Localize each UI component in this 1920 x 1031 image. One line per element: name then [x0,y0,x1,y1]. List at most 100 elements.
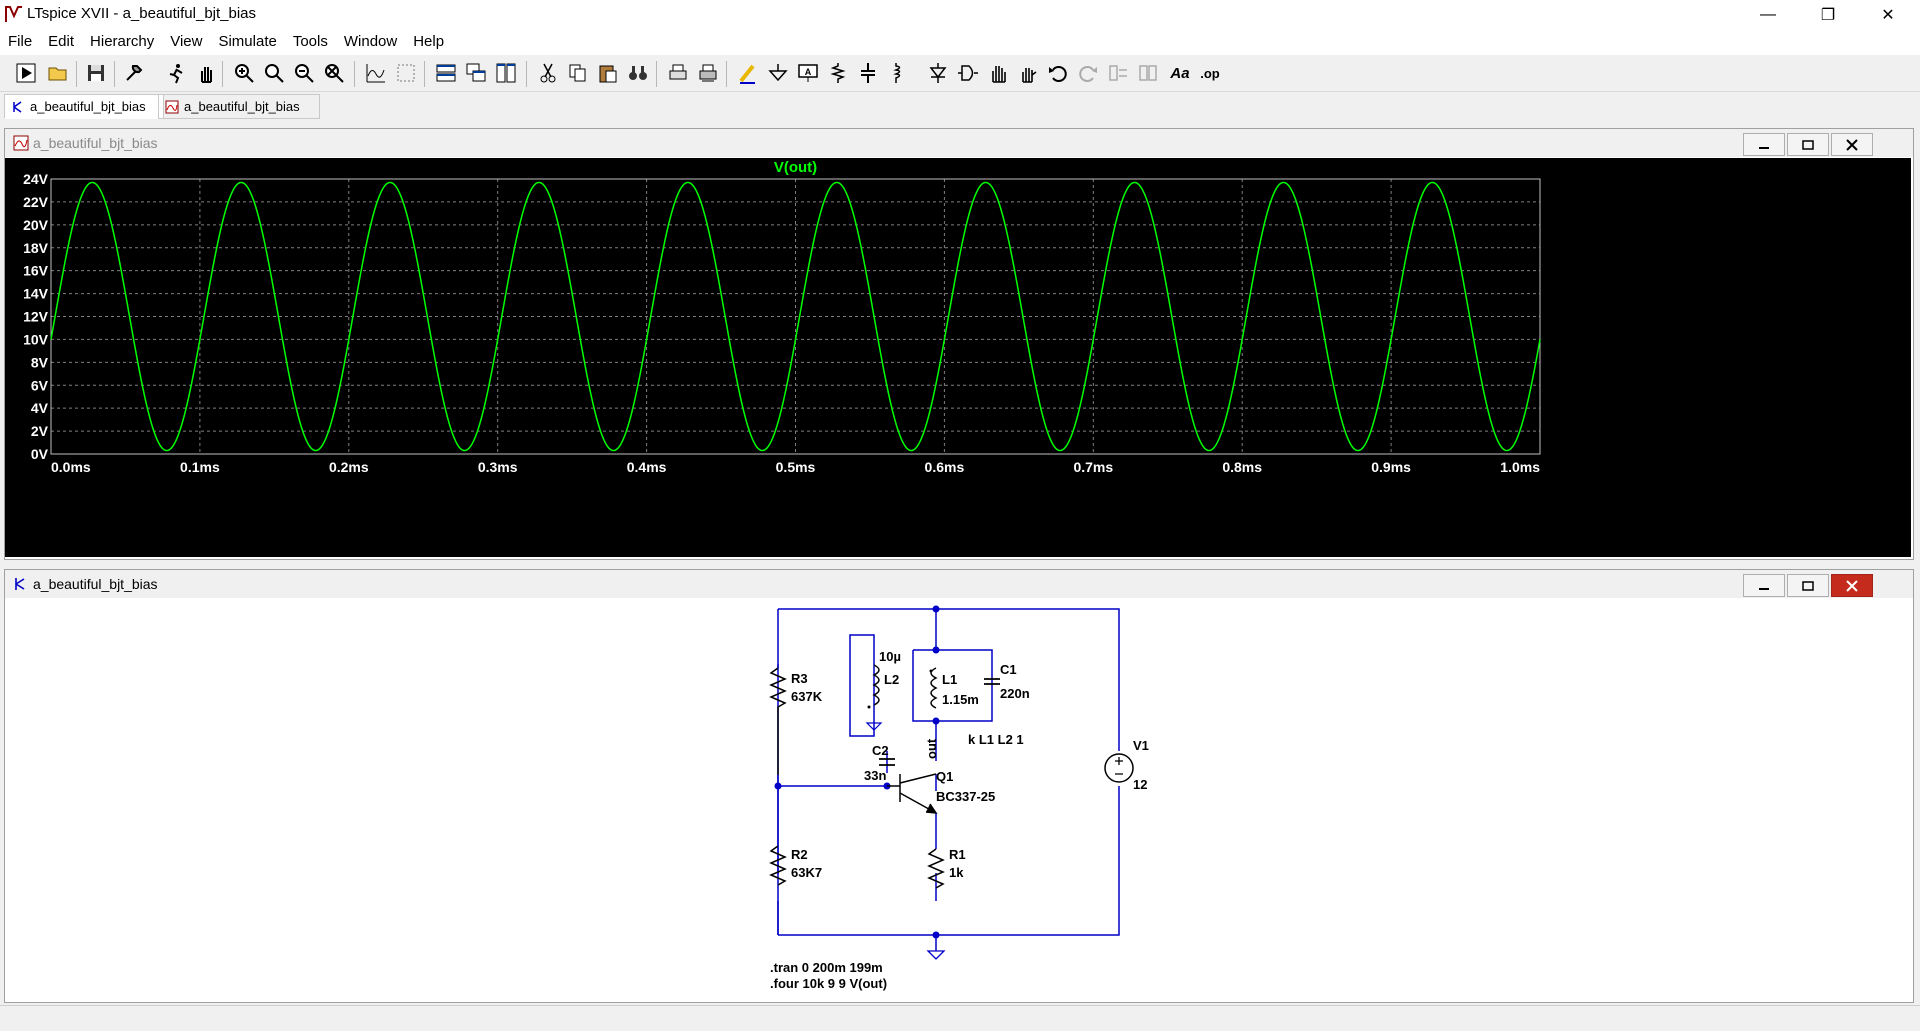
v1-name: V1 [1133,738,1149,753]
clear-plot-icon[interactable] [392,59,420,87]
rotate-icon[interactable] [1104,59,1132,87]
mirror-icon[interactable] [1134,59,1162,87]
resistor-icon[interactable] [824,59,852,87]
menu-view[interactable]: View [170,33,203,50]
y-tick-label: 0V [31,446,49,462]
tile-vertical-icon[interactable] [492,59,520,87]
halt-icon[interactable] [162,59,190,87]
save-icon[interactable] [82,59,110,87]
r3-value: 637K [791,689,823,704]
q1-value: BC337-25 [936,789,995,804]
cut-icon[interactable] [534,59,562,87]
print-icon[interactable] [664,59,692,87]
minimize-button[interactable]: — [1760,5,1776,23]
find-icon[interactable] [624,59,652,87]
capacitor-icon[interactable] [854,59,882,87]
junction-dots [774,605,940,939]
x-tick-label: 0.4ms [627,459,667,475]
schematic-wires [777,608,1120,951]
text-icon[interactable]: Aa [1170,64,1190,82]
paste-icon[interactable] [594,59,622,87]
tab-waveform[interactable]: a_beautiful_bjt_bias [158,94,320,119]
net-label-out: out [924,738,939,759]
zoom-full-icon[interactable] [260,59,288,87]
y-tick-label: 8V [31,354,49,370]
label-net-icon[interactable]: A [794,59,822,87]
close-button[interactable]: ✕ [1881,6,1895,24]
four-directive[interactable]: .four 10k 9 9 V(out) [770,976,887,991]
tile-horizontal-icon[interactable] [432,59,460,87]
r2-name: R2 [791,847,808,862]
resistor-r1[interactable] [927,848,945,889]
menu-bar: File Edit Hierarchy View Simulate Tools … [0,29,1920,55]
tran-directive[interactable]: .tran 0 200m 199m [770,960,883,975]
plot-frame [50,178,1541,455]
tab-schematic[interactable]: a_beautiful_bjt_bias [4,94,164,119]
spice-directive-icon[interactable]: .op [1200,65,1220,81]
waveform-close-button[interactable] [1831,133,1873,156]
x-tick-label: 0.3ms [478,459,518,475]
run-icon[interactable] [12,59,40,87]
inductor-l2[interactable] [872,664,880,706]
menu-edit[interactable]: Edit [48,33,75,50]
waveform-window-icon [13,135,29,151]
draw-wire-icon[interactable] [734,59,762,87]
resistor-r3[interactable] [769,667,787,775]
schematic-icon [13,100,22,113]
control-panel-icon[interactable] [120,59,148,87]
plot-background [5,158,1911,557]
svg-text:A: A [805,67,812,77]
zoom-cancel-icon[interactable] [320,59,348,87]
waveform-minimize-button[interactable] [1743,133,1785,156]
redo-icon[interactable] [1074,59,1102,87]
menu-window[interactable]: Window [343,33,398,50]
series-line-vout [50,181,1541,452]
component-icon[interactable] [954,59,982,87]
menu-simulate[interactable]: Simulate [218,33,277,50]
window-title: LTspice XVII - a_beautiful_bjt_bias [27,5,257,22]
inductor-l1[interactable] [930,667,938,709]
waveform-restore-button[interactable] [1787,133,1829,156]
inductor-icon[interactable] [884,59,912,87]
capacitor-c1[interactable] [984,678,1000,685]
drag-icon[interactable] [1014,59,1042,87]
capacitor-c2[interactable] [879,758,895,766]
schematic-window-titlebar: a_beautiful_bjt_bias [5,570,1913,598]
menu-file[interactable]: File [8,33,33,50]
autorange-icon[interactable] [362,59,390,87]
schematic-minimize-button[interactable] [1743,574,1785,597]
zoom-in-icon[interactable] [230,59,258,87]
voltage-source-v1[interactable] [1104,753,1134,783]
zoom-out-icon[interactable] [290,59,318,87]
document-tabs: a_beautiful_bjt_bias a_beautiful_bjt_bia… [0,93,1920,119]
move-icon[interactable] [984,59,1012,87]
open-icon[interactable] [44,59,72,87]
menu-hierarchy[interactable]: Hierarchy [90,33,155,50]
print-setup-icon[interactable] [694,59,722,87]
y-tick-label: 24V [23,171,49,187]
pan-hand-icon[interactable] [192,59,220,87]
l1-name: L1 [942,672,957,687]
schematic-canvas[interactable]: R3 637K R2 63K7 R1 1k 10µ L2 L1 1.15m C1… [5,599,1911,1000]
schematic-close-button[interactable] [1831,574,1873,597]
r3-name: R3 [791,671,808,686]
transistor-q1[interactable] [887,773,938,814]
resistor-r2[interactable] [769,845,787,886]
y-tick-label: 14V [23,286,49,302]
diode-icon[interactable] [924,59,952,87]
r1-name: R1 [949,847,966,862]
waveform-window-titlebar: a_beautiful_bjt_bias [5,129,1913,157]
menu-tools[interactable]: Tools [292,33,328,50]
r1-value: 1k [949,865,964,880]
ground-icon[interactable] [764,59,792,87]
schematic-restore-button[interactable] [1787,574,1829,597]
x-tick-label: 0.2ms [329,459,369,475]
copy-icon[interactable] [564,59,592,87]
cascade-icon[interactable] [462,59,490,87]
undo-icon[interactable] [1044,59,1072,87]
coupling-directive[interactable]: k L1 L2 1 [968,732,1024,747]
menu-help[interactable]: Help [413,33,445,50]
restore-button[interactable]: ❐ [1820,6,1836,24]
